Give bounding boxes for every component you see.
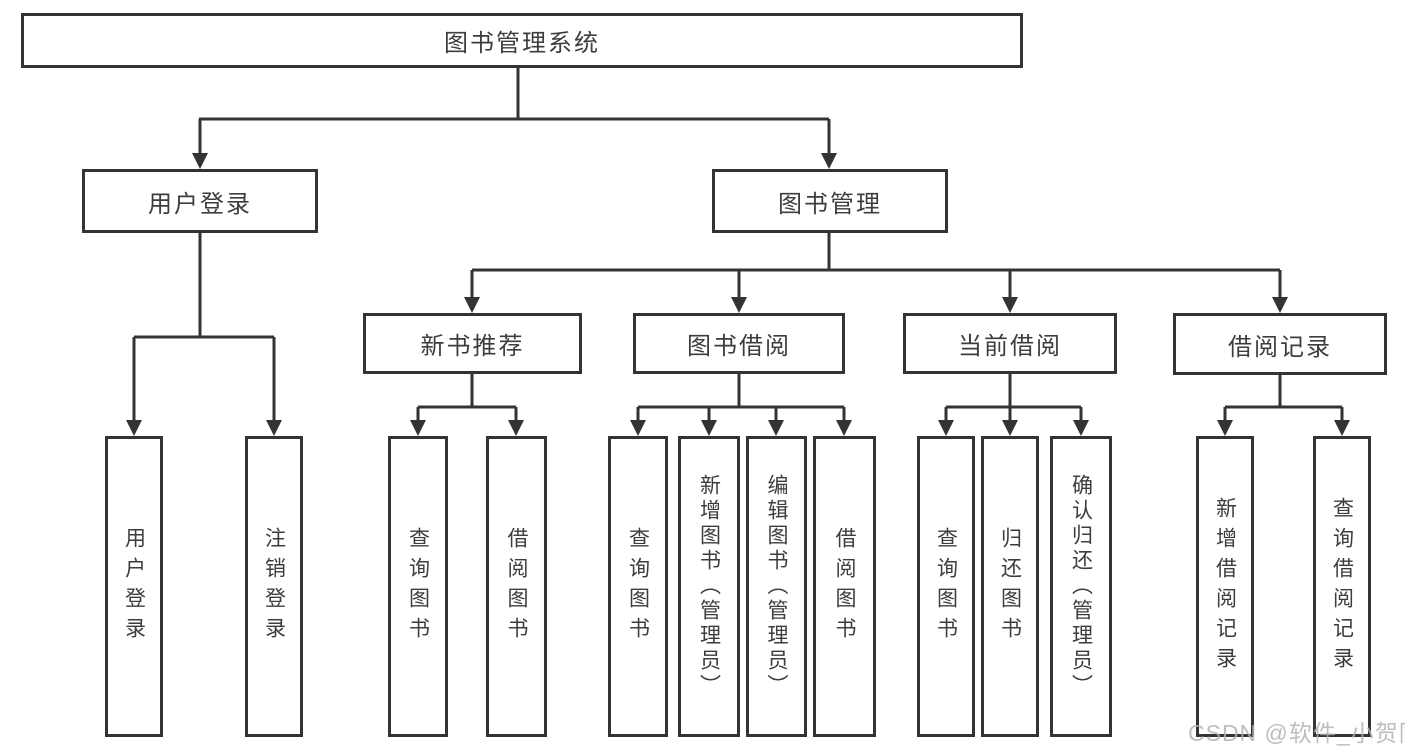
node-user-login: 用户登录 <box>82 169 318 233</box>
arrow-down-icon <box>1002 420 1018 436</box>
leaf-label: 归还图书 <box>998 526 1022 647</box>
arrow-down-icon <box>630 420 646 436</box>
arrow-down-icon <box>1217 420 1233 436</box>
leaf-label: 查询图书 <box>406 526 430 647</box>
leaf-label: 查询图书 <box>934 526 958 647</box>
node-book-management: 图书管理 <box>712 169 948 233</box>
leaf-query-borrow-record: 查询借阅记录 <box>1313 436 1371 737</box>
arrow-down-icon <box>768 420 784 436</box>
leaf-query-books-current: 查询图书 <box>917 436 975 737</box>
arrow-down-icon <box>192 153 208 169</box>
connector-userlogin-to-leaves <box>132 233 276 422</box>
node-borrowing-records: 借阅记录 <box>1173 313 1387 375</box>
node-new-book-recommendation: 新书推荐 <box>363 313 582 374</box>
arrow-down-icon <box>1334 420 1350 436</box>
arrow-down-icon <box>731 297 747 313</box>
leaf-edit-books-admin: 编辑图书（管理员） <box>746 436 807 737</box>
leaf-label: 借阅图书 <box>505 526 528 647</box>
leaf-label: 确认归还（管理员） <box>1069 474 1093 699</box>
leaf-label: 新增图书（管理员） <box>697 474 721 699</box>
leaf-return-books: 归还图书 <box>981 436 1039 737</box>
leaf-logout: 注销登录 <box>245 436 303 737</box>
arrow-down-icon <box>1073 420 1089 436</box>
leaf-query-books-borrowing: 查询图书 <box>608 436 668 737</box>
arrow-down-icon <box>1002 297 1018 313</box>
csdn-watermark: CSDN @软件_小贺同学 <box>1188 720 1405 746</box>
leaf-confirm-return-admin: 确认归还（管理员） <box>1050 436 1112 737</box>
leaf-label: 用户登录 <box>122 526 146 647</box>
arrow-down-icon <box>836 420 852 436</box>
connector-bookborrow-to-leaves <box>636 374 846 423</box>
arrow-down-icon <box>266 420 282 436</box>
leaf-borrow-books-recommend: 借阅图书 <box>486 436 547 737</box>
connector-currentborrow-to-leaves <box>944 374 1083 423</box>
node-current-borrowing: 当前借阅 <box>903 313 1117 374</box>
arrow-down-icon <box>701 420 717 436</box>
arrow-down-icon <box>410 420 426 436</box>
connector-newbook-to-leaves <box>416 374 518 423</box>
arrow-down-icon <box>464 297 480 313</box>
leaf-add-borrow-record: 新增借阅记录 <box>1196 436 1254 737</box>
leaf-label: 借阅图书 <box>833 526 856 647</box>
node-root: 图书管理系统 <box>21 13 1023 68</box>
arrowheads <box>126 153 1350 436</box>
node-book-borrowing: 图书借阅 <box>633 313 845 374</box>
arrow-down-icon <box>938 420 954 436</box>
arrow-down-icon <box>1272 297 1288 313</box>
connector-records-to-leaves <box>1223 375 1344 423</box>
arrow-down-icon <box>508 420 524 436</box>
leaf-borrow-books-borrowing: 借阅图书 <box>813 436 876 737</box>
leaf-label: 注销登录 <box>262 526 286 647</box>
arrow-down-icon <box>821 153 837 169</box>
leaf-label: 新增借阅记录 <box>1213 496 1237 677</box>
leaf-label: 查询借阅记录 <box>1330 496 1354 677</box>
connector-bookmgmt-to-level3 <box>470 233 1282 299</box>
connector-root-to-level2 <box>198 68 831 155</box>
leaf-add-books-admin: 新增图书（管理员） <box>678 436 740 737</box>
leaf-label: 编辑图书（管理员） <box>765 474 788 699</box>
leaf-query-books-recommend: 查询图书 <box>388 436 448 737</box>
arrow-down-icon <box>126 420 142 436</box>
leaf-user-login: 用户登录 <box>105 436 163 737</box>
leaf-label: 查询图书 <box>626 526 650 647</box>
